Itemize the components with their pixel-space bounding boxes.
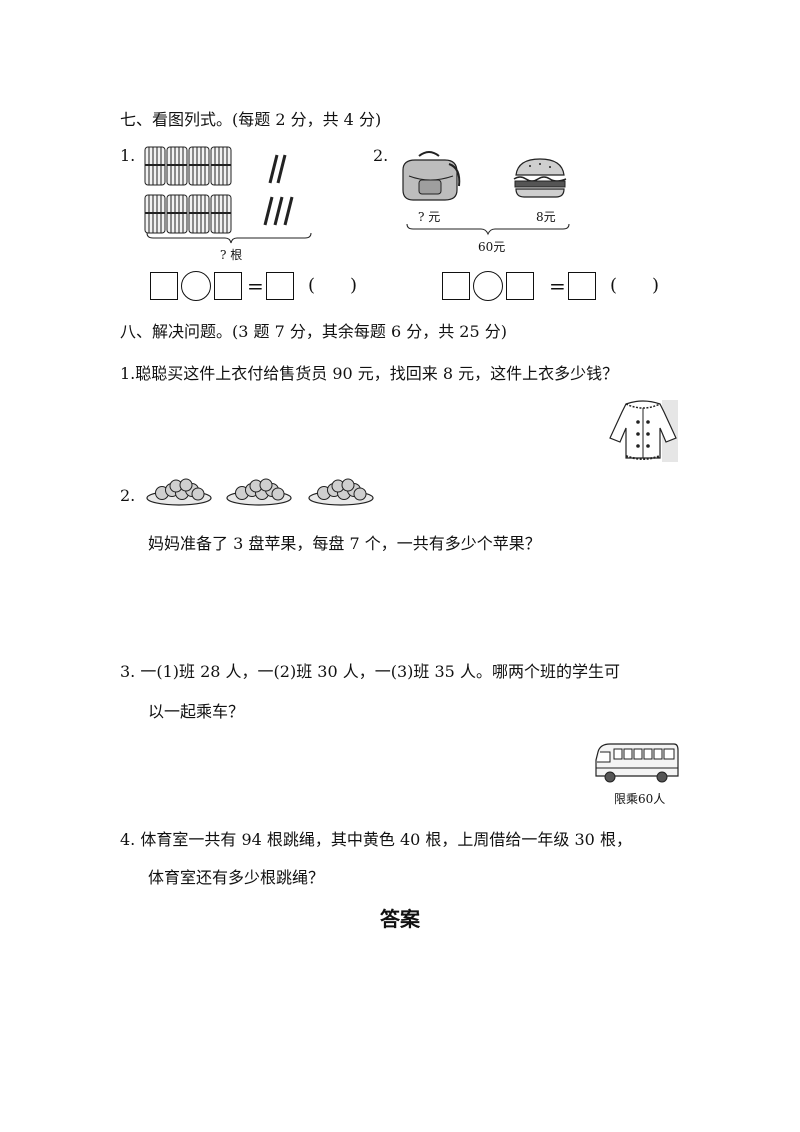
q1-answer-box-3[interactable] [266, 272, 294, 300]
q1-paren-open: ( [308, 275, 316, 296]
q2-answer-box-2[interactable] [506, 272, 534, 300]
backpack-icon [402, 151, 461, 201]
q2-answer-box-1[interactable] [442, 272, 470, 300]
bundled-sticks-illustration [144, 146, 312, 244]
q1-caption: ? 根 [220, 248, 243, 262]
q1-equals: = [247, 274, 264, 298]
problem-2-number: 2. [120, 486, 136, 505]
q2-brace [406, 223, 570, 236]
q1-operator-circle[interactable] [181, 271, 211, 301]
bus-icon [595, 743, 679, 783]
hamburger-icon [513, 158, 567, 198]
q2-label-unknown: ? 元 [418, 210, 441, 224]
q2-unit-blank[interactable] [622, 274, 652, 298]
q1-answer-box-1[interactable] [150, 272, 178, 300]
q2-number: 2. [373, 146, 389, 165]
q1-paren-close: ) [350, 275, 358, 296]
problem-4-text-line1: 4. 体育室一共有 94 根跳绳，其中黄色 40 根，上周借给一年级 30 根， [120, 830, 632, 849]
q1-unit-blank[interactable] [320, 274, 350, 298]
q2-answer-box-3[interactable] [568, 272, 596, 300]
q2-equals: = [549, 274, 566, 298]
section7-heading: 七、看图列式。(每题 2 分，共 4 分) [120, 110, 382, 129]
q2-paren-close: ) [652, 275, 660, 296]
problem-3-text-line2: 以一起乘车？ [148, 702, 245, 721]
q2-paren-open: ( [610, 275, 618, 296]
answer-heading: 答案 [380, 907, 420, 931]
q1-answer-box-2[interactable] [214, 272, 242, 300]
problem-4-text-line2: 体育室还有多少根跳绳？ [148, 868, 325, 887]
apple-plates-illustration [146, 478, 374, 506]
q1-number: 1. [120, 146, 136, 165]
problem-2-text: 妈妈准备了 3 盘苹果，每盘 7 个，一共有多少个苹果？ [148, 534, 541, 553]
q2-label-price: 8元 [536, 210, 556, 224]
section8-heading: 八、解决问题。(3 题 7 分，其余每题 6 分，共 25 分) [120, 322, 507, 341]
problem-3-text-line1: 3. 一(1)班 28 人，一(2)班 30 人，一(3)班 35 人。哪两个班… [120, 662, 620, 681]
problem-1-text: 1.聪聪买这件上衣付给售货员 90 元，找回来 8 元，这件上衣多少钱？ [120, 364, 619, 383]
q2-total: 60元 [478, 240, 506, 254]
bus-capacity-label: 限乘60人 [614, 792, 666, 806]
jacket-icon [609, 400, 678, 462]
q2-operator-circle[interactable] [473, 271, 503, 301]
